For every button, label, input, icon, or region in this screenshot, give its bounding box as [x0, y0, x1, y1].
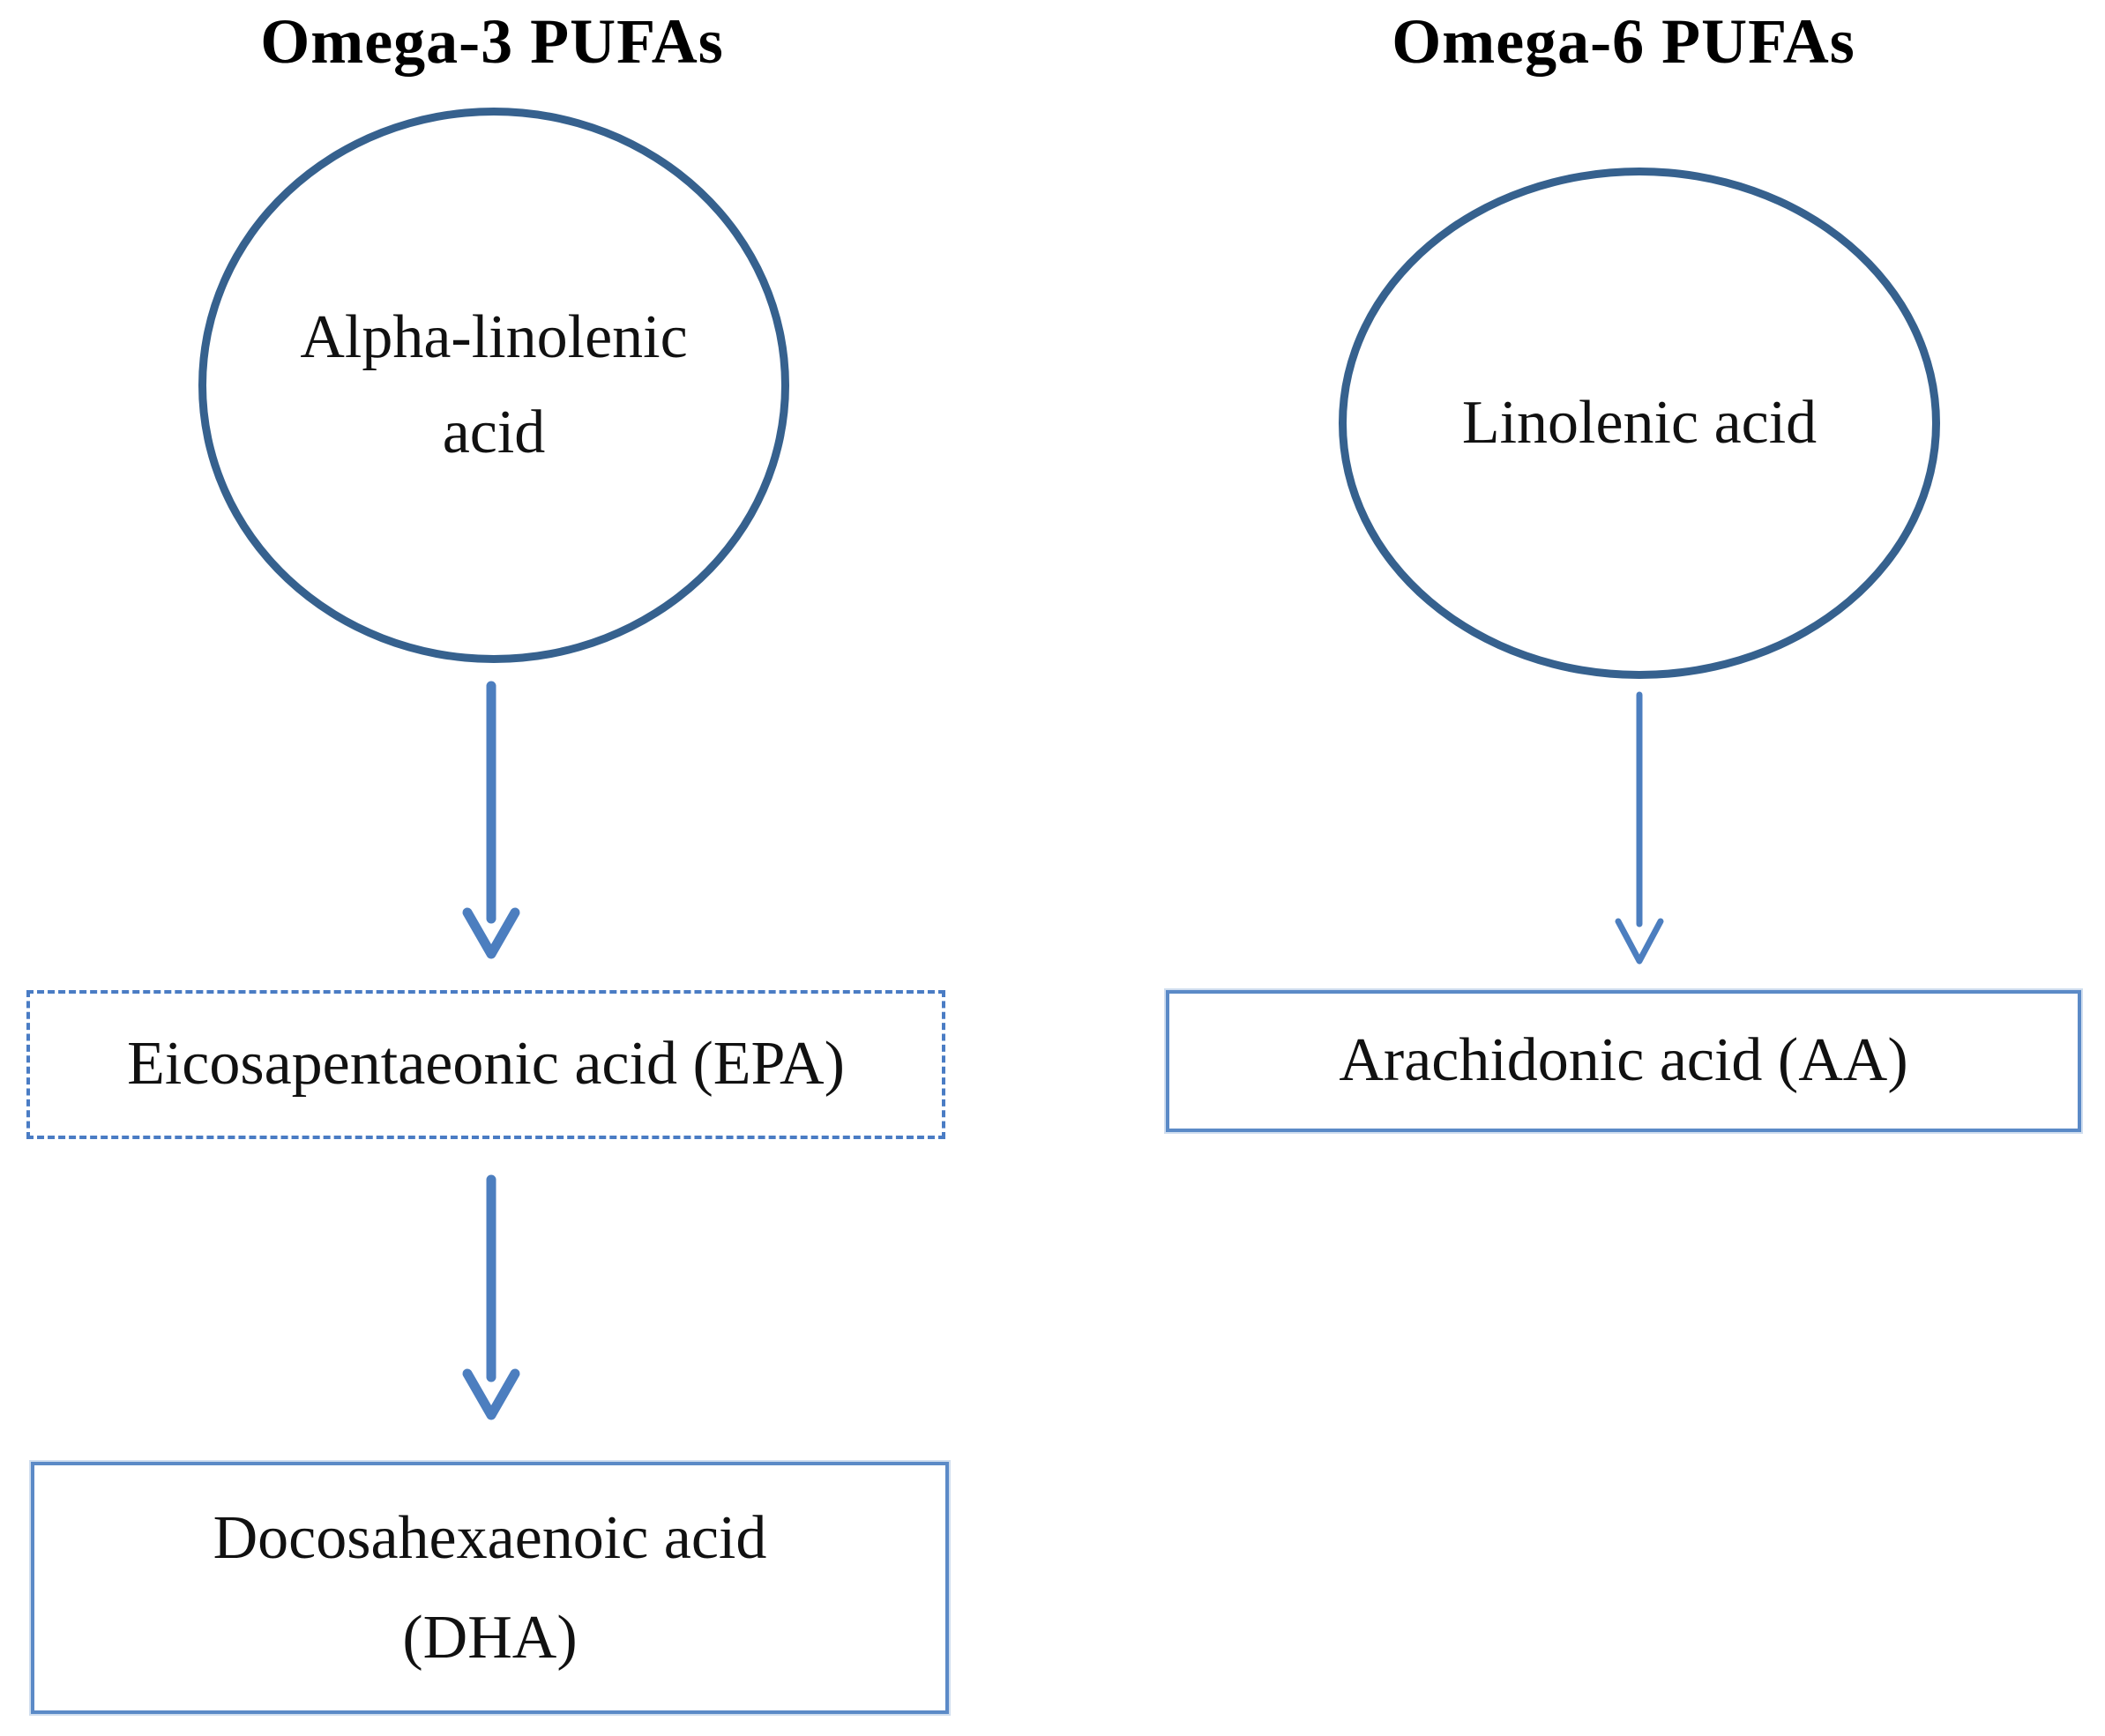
linolenic-acid-label: Linolenic acid [1462, 376, 1817, 472]
dha-label: Docosahexaenoic acid (DHA) [213, 1488, 767, 1688]
alpha-linolenic-acid-label: Alpha-linolenic acid [300, 290, 687, 481]
epa-label: Eicosapentaeonic acid (EPA) [127, 1017, 845, 1113]
arachidonic-acid-label: Arachidonic acid (AA) [1339, 1013, 1907, 1109]
omega3-heading: Omega-3 PUFAs [260, 6, 724, 77]
label-line: Linolenic acid [1461, 388, 1818, 457]
down-arrow-icon-la-to-aa [1615, 691, 1664, 965]
label-line: (DHA) [402, 1604, 578, 1672]
label-line: Arachidonic acid (AA) [1339, 1026, 1908, 1095]
label-line: Alpha-linolenic [300, 302, 688, 371]
dha-node: Docosahexaenoic acid (DHA) [31, 1462, 949, 1714]
down-arrow-icon-epa-to-dha [462, 1174, 520, 1420]
linolenic-acid-node: Linolenic acid [1339, 168, 1940, 679]
alpha-linolenic-acid-node: Alpha-linolenic acid [198, 108, 789, 663]
down-arrow-icon-ala-to-epa [462, 681, 520, 959]
omega6-heading: Omega-6 PUFAs [1392, 6, 1855, 77]
label-line: Docosahexaenoic acid [213, 1503, 767, 1572]
arachidonic-acid-node: Arachidonic acid (AA) [1166, 990, 2081, 1132]
epa-node: Eicosapentaeonic acid (EPA) [26, 990, 945, 1139]
label-line: Eicosapentaeonic acid (EPA) [127, 1030, 845, 1099]
label-line: acid [442, 399, 546, 466]
